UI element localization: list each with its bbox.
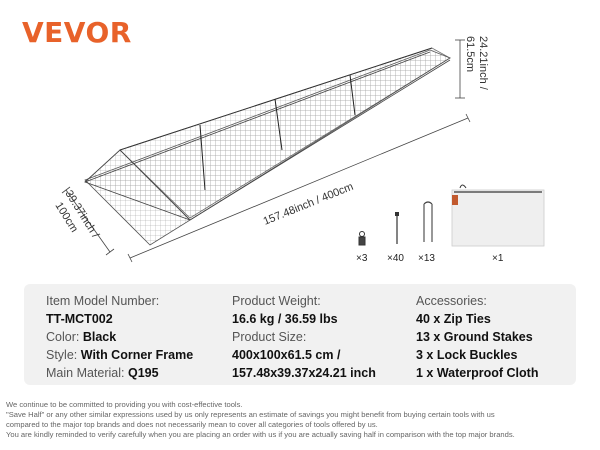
brand-logo: VEVOR	[22, 16, 132, 49]
height-label-cm: 61.5cm	[464, 36, 476, 72]
product-illustration: 157.48inch / 400cm 39.37inch / 100cm 24.…	[52, 36, 545, 263]
ground-stake-icon	[423, 201, 433, 242]
spec-value: Black	[82, 330, 117, 344]
spec-row: 1 x Waterproof Cloth	[416, 364, 538, 382]
dimension-lines	[61, 39, 471, 263]
spec-column-accessories: Accessories: 40 x Zip Ties 13 x Ground S…	[416, 292, 538, 382]
spec-row: 400x100x61.5 cm /	[232, 346, 376, 364]
spec-value: 13 x Ground Stakes	[416, 330, 533, 344]
spec-label: Main Material:	[46, 366, 128, 380]
spec-label: Product Size:	[232, 330, 307, 344]
disclaimer: We continue to be committed to providing…	[6, 400, 596, 440]
disclaimer-line: We continue to be committed to providing…	[6, 400, 243, 409]
spec-row: Product Weight:	[232, 292, 376, 310]
spec-row: 157.48x39.37x24.21 inch	[232, 364, 376, 382]
spec-label: Accessories:	[416, 294, 487, 308]
spec-row: 40 x Zip Ties	[416, 310, 538, 328]
lock-buckle-qty: ×3	[356, 253, 368, 264]
length-label: 157.48inch / 400cm	[262, 181, 356, 228]
ground-stake-qty: ×13	[418, 253, 435, 264]
spec-value: 40 x Zip Ties	[416, 312, 491, 326]
spec-label: Product Weight:	[232, 294, 321, 308]
spec-value: 157.48x39.37x24.21 inch	[232, 366, 376, 380]
waterproof-cloth-qty: ×1	[492, 253, 504, 264]
spec-value: 400x100x61.5 cm /	[232, 348, 341, 362]
spec-value: 16.6 kg / 36.59 lbs	[232, 312, 338, 326]
spec-row: Color: Black	[46, 328, 193, 346]
spec-row: 16.6 kg / 36.59 lbs	[232, 310, 376, 328]
spec-value: With Corner Frame	[80, 348, 194, 362]
disclaimer-line: compared to the major top brands and doe…	[6, 420, 378, 429]
spec-row: Style: With Corner Frame	[46, 346, 193, 364]
spec-value: 1 x Waterproof Cloth	[416, 366, 539, 380]
spec-row: Item Model Number:	[46, 292, 193, 310]
spec-row: 13 x Ground Stakes	[416, 328, 538, 346]
spec-panel: Item Model Number: TT-MCT002 Color: Blac…	[24, 284, 576, 385]
height-label-inch: 24.21inch /	[477, 36, 489, 91]
spec-row: Main Material: Q195	[46, 364, 193, 382]
spec-row: Product Size:	[232, 328, 376, 346]
spec-value: 3 x Lock Buckles	[416, 348, 518, 362]
spec-label: Color:	[46, 330, 83, 344]
spec-value: TT-MCT002	[46, 312, 113, 326]
spec-column-model: Item Model Number: TT-MCT002 Color: Blac…	[46, 292, 193, 382]
zip-tie-icon	[395, 212, 399, 244]
zip-tie-qty: ×40	[387, 253, 404, 264]
spec-row: TT-MCT002	[46, 310, 193, 328]
spec-value: Q195	[127, 366, 159, 380]
spec-row: Accessories:	[416, 292, 538, 310]
tunnel-frame	[84, 47, 451, 246]
disclaimer-line: "Save Half" or any other similar express…	[6, 410, 495, 419]
waterproof-cloth-bag-icon	[451, 184, 545, 247]
disclaimer-line: You are kindly reminded to verify carefu…	[6, 430, 515, 439]
spec-column-size: Product Weight: 16.6 kg / 36.59 lbs Prod…	[232, 292, 376, 382]
lock-buckle-icon	[358, 231, 366, 246]
spec-row: 3 x Lock Buckles	[416, 346, 538, 364]
spec-label: Style:	[46, 348, 81, 362]
spec-label: Item Model Number:	[46, 294, 160, 308]
